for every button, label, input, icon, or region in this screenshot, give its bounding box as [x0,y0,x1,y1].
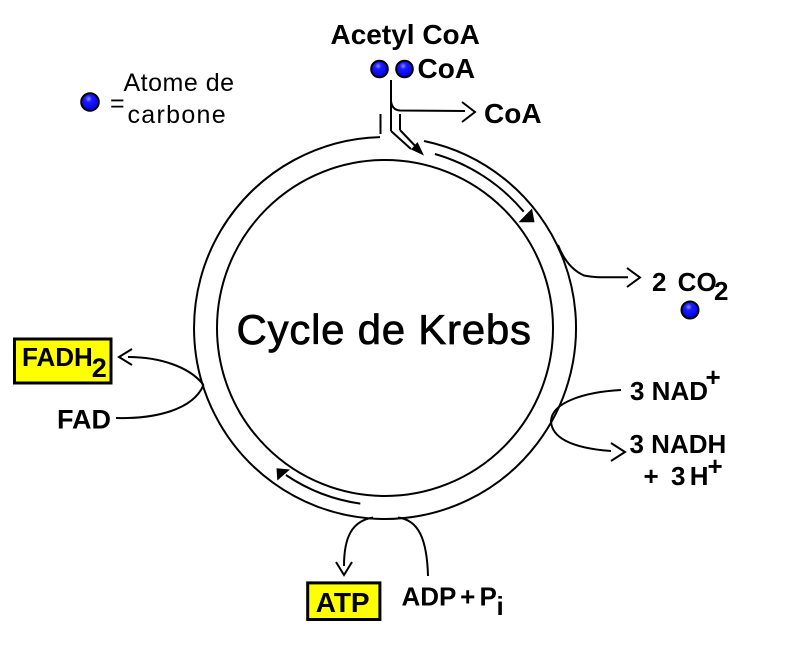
svg-text:H: H [690,461,709,491]
svg-text:+: + [708,451,723,481]
svg-text:ADP + P: ADP + P [402,582,497,612]
svg-text:FAD: FAD [57,405,111,435]
svg-text:3: 3 [671,461,685,491]
svg-text:2 CO: 2 CO [652,267,717,297]
svg-text:i: i [497,591,504,621]
svg-text:Acetyl CoA: Acetyl CoA [331,19,480,50]
svg-text:3 NAD: 3 NAD [630,376,708,406]
svg-text:=: = [110,90,125,118]
svg-text:3 NADH: 3 NADH [630,429,727,459]
svg-text:ATP: ATP [316,587,370,618]
svg-text:+: + [706,362,721,392]
svg-text:FADH: FADH [22,342,93,372]
svg-text:2: 2 [714,276,728,306]
svg-text:Atome de: Atome de [124,69,235,97]
svg-text:CoA: CoA [418,53,476,84]
svg-text:Cycle de Krebs: Cycle de Krebs [237,306,532,353]
svg-text:carbone: carbone [128,101,227,129]
svg-text:+: + [644,461,659,491]
svg-text:2: 2 [92,353,107,383]
svg-text:CoA: CoA [484,98,542,129]
